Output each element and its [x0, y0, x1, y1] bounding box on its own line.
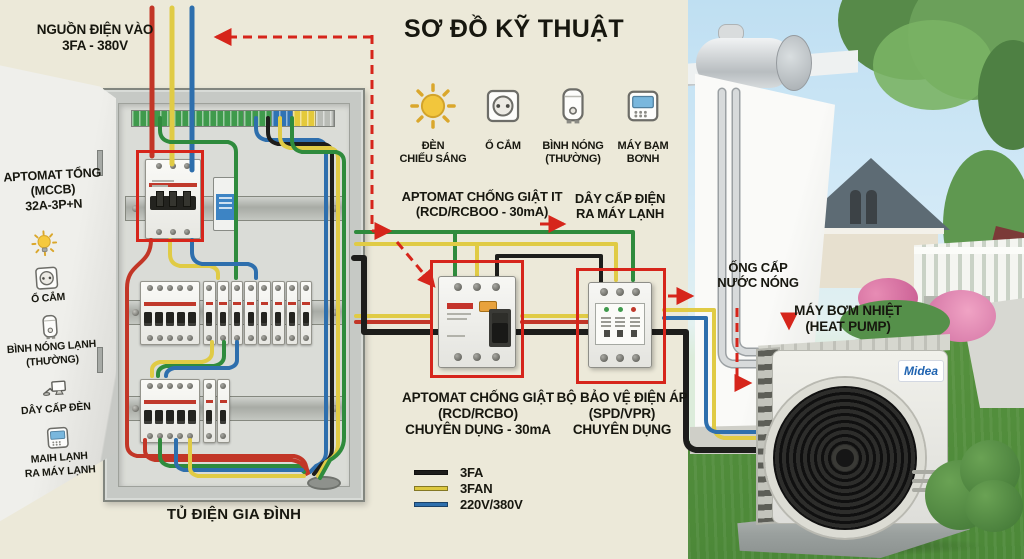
breaker-module[interactable]	[203, 281, 216, 345]
pump-panel-icon	[624, 84, 662, 128]
legend-color-line	[414, 485, 448, 491]
legend-label: 3FAN	[460, 480, 493, 496]
door-hinge	[97, 150, 104, 176]
breaker-module[interactable]	[299, 281, 313, 345]
rcd-label: APTOMAT CHỐNG GIẬT (RCD/RCBO) CHUYÊN DỤN…	[402, 390, 554, 437]
equipment-item: Ổ CẮM	[468, 84, 538, 165]
main-breaker-label: APTOMAT TỔNG (MCCB) 32A-3P+N	[2, 165, 102, 213]
power-source-label: NGUỒN ĐIỆN VÀO 3FA - 380V	[36, 22, 154, 53]
legend-label: 220V/380V	[460, 496, 523, 512]
breaker-module[interactable]	[230, 281, 244, 345]
legend-entry: 220V/380V	[414, 496, 523, 512]
breaker-module[interactable]	[140, 281, 200, 345]
legend-entry: 3FA	[414, 464, 523, 480]
breaker-module[interactable]	[203, 379, 216, 443]
socket-icon	[33, 264, 61, 292]
brand-text: Midea	[903, 364, 938, 378]
door-list-item	[30, 229, 58, 257]
hot-water-pipe-label: ỐNG CẤP NƯỚC NÓNG	[717, 260, 799, 291]
test-button[interactable]	[479, 301, 497, 312]
breaker-module[interactable]	[217, 379, 230, 443]
house-window	[866, 190, 877, 224]
breaker-module[interactable]	[244, 281, 257, 345]
house-window	[850, 190, 861, 224]
rcd-breaker	[438, 276, 516, 368]
door-list-item: DÂY CẤP ĐÈN	[19, 374, 91, 419]
door-item-label: DÂY CẤP ĐÈN	[20, 400, 92, 418]
rcd-it-label: APTOMAT CHỐNG GIẬT IT (RCD/RCBOO - 30mA)	[401, 189, 563, 220]
door-hinge	[97, 347, 104, 374]
door-item-label: (THƯỜNG)	[25, 352, 80, 369]
breaker-module[interactable]	[258, 281, 271, 345]
equipment-label: MÁY BẠM	[617, 140, 669, 152]
legend-color-line	[414, 469, 448, 475]
electrical-cabinet	[103, 88, 365, 502]
status-leds	[596, 307, 644, 312]
rcd-switch[interactable]	[492, 313, 508, 343]
ac-supply-label: DÂY CẤP ĐIỆN RA MÁY LẠNH	[574, 191, 666, 222]
mccb-highlight-box	[136, 150, 204, 242]
equipment-label: CHIẾU SÁNG	[399, 152, 467, 165]
equipment-label: Ổ CẮM	[485, 140, 521, 152]
lightbulb-icon	[30, 229, 58, 257]
sun-icon	[410, 83, 456, 129]
cable-grommet	[307, 476, 341, 490]
breaker-module[interactable]	[140, 379, 200, 443]
surge-protector	[588, 282, 652, 368]
legend-entry: 3FAN	[414, 480, 523, 496]
control-panel-icon	[44, 424, 72, 452]
page-title: SƠ ĐỒ KỸ THUẬT	[404, 15, 624, 43]
door-legend-list: Ổ CẮM BÌNH NÓNG LẠNH(THƯỜNG) DÂY CẤP ĐÈN MA…	[0, 227, 109, 482]
breaker-module[interactable]	[285, 281, 299, 345]
door-list-item: Ổ CẮM	[29, 264, 66, 306]
mccb-breaker[interactable]	[145, 159, 201, 239]
equipment-item: BÌNH NÓNG(THƯỜNG)	[538, 84, 608, 165]
door-list-item: BÌNH NÓNG LẠNH(THƯỜNG)	[5, 311, 98, 371]
socket-icon	[484, 84, 522, 128]
equipment-label: ĐÈN	[421, 140, 445, 152]
spd-highlight-box	[576, 268, 666, 384]
water-heater-icon	[554, 84, 592, 128]
door-item-label: Ổ CẮM	[30, 290, 66, 306]
door-item-label: BÌNH NÓNG LẠNH	[6, 337, 97, 356]
legend-color-line	[414, 501, 448, 507]
rcd-highlight-box	[430, 260, 524, 378]
desk-lamp-icon	[41, 375, 69, 403]
breaker-module[interactable]	[272, 281, 285, 345]
water-heater-icon	[36, 313, 64, 341]
tree-canopy	[873, 20, 993, 110]
spd-label: BỘ BẢO VỆ ĐIỆN ÁP (SPD/VPR) CHUYÊN DỤNG	[556, 390, 688, 437]
cabinet-caption: TỦ ĐIỆN GIA ĐÌNH	[166, 506, 302, 523]
brand-logo: Midea	[898, 360, 944, 382]
equipment-label: BƠNH	[626, 152, 660, 165]
heat-pump-label: MÁY BƠM NHIỆT (HEAT PUMP)	[794, 303, 902, 334]
legend-label: 3FA	[460, 464, 484, 480]
shrub	[925, 440, 1024, 535]
heat-pump-fan	[765, 378, 925, 538]
equipment-label: (THƯỜNG)	[545, 152, 601, 165]
equipment-label: BÌNH NÓNG	[542, 140, 604, 152]
